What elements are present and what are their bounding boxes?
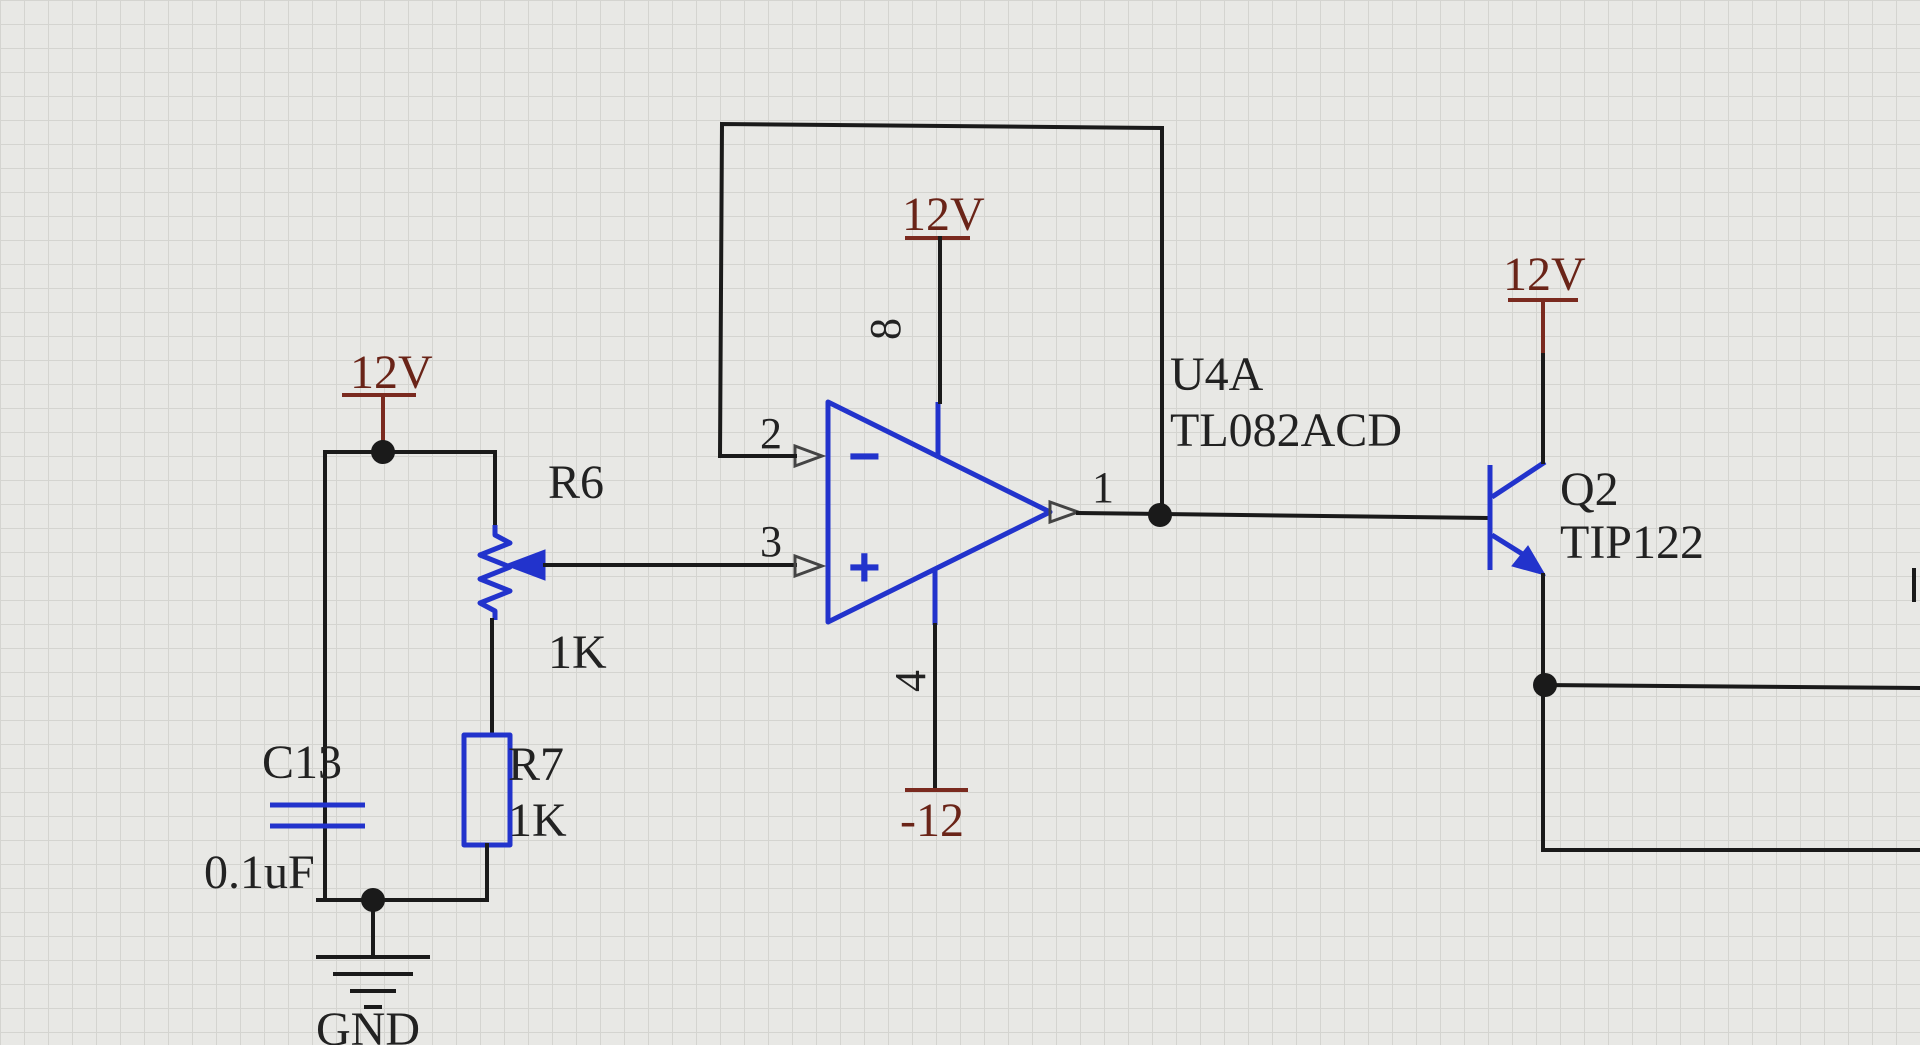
q2-emitter-arrow: [1511, 545, 1547, 576]
pot-wiper-arrow: [503, 549, 546, 581]
power-port-opamp-vcc[interactable]: 12V: [902, 188, 985, 404]
pin-inv-arrow: [793, 443, 827, 469]
pin-vee-number: 4: [886, 670, 935, 692]
power-port-pot[interactable]: 12V: [342, 346, 433, 452]
junction-top-left: [371, 440, 395, 464]
q2-collector-leg: [1490, 459, 1547, 500]
opamp-triangle: [825, 399, 1053, 625]
r7-ref-label: R7: [508, 738, 564, 791]
cap-ref-label: C13: [262, 736, 342, 789]
r7-body: [461, 732, 513, 848]
pin-vcc-number: 8: [861, 318, 910, 340]
power-port-opamp-vee[interactable]: -12: [900, 623, 968, 847]
resistor-r7[interactable]: R7 1K: [461, 732, 567, 848]
pin-inv-number: 2: [760, 409, 782, 458]
power-port-q2-label: 12V: [1503, 248, 1586, 301]
ground-label: GND: [316, 1003, 420, 1045]
q2-ref-label: Q2: [1560, 463, 1619, 516]
pin-out-arrow: [1048, 499, 1083, 525]
junction-emitter: [1533, 673, 1557, 697]
opamp-part-label: TL082ACD: [1170, 404, 1402, 457]
wire-emitter-right: [1540, 682, 1920, 691]
opamp-minus-symbol: −: [848, 424, 881, 487]
cap-value-label: 0.1uF: [204, 846, 315, 899]
wire-feedback: [717, 121, 1164, 517]
opamp-plus-symbol: +: [848, 535, 881, 598]
r7-value-label: 1K: [508, 794, 567, 847]
opamp-ref-label: U4A: [1170, 348, 1264, 401]
capacitor-c13[interactable]: C13 0.1uF: [204, 736, 365, 899]
pot-zigzag: [477, 525, 513, 620]
q2-part-label: TIP122: [1560, 516, 1704, 569]
pin-noninv-arrow: [793, 553, 827, 579]
junction-output: [1148, 503, 1172, 527]
potentiometer-r6[interactable]: R6 1K: [477, 456, 607, 679]
power-port-q2[interactable]: 12V: [1503, 248, 1586, 464]
ground-symbol[interactable]: GND: [316, 898, 430, 1045]
pin-noninv-number: 3: [760, 517, 782, 566]
pot-value-label: 1K: [548, 626, 607, 679]
pot-ref-label: R6: [548, 456, 604, 509]
wire-output: [1075, 510, 1489, 521]
power-port-pot-label: 12V: [350, 346, 433, 399]
power-port-opamp-vee-label: -12: [900, 794, 964, 847]
pin-out-number: 1: [1092, 463, 1114, 512]
power-port-opamp-vcc-label: 12V: [902, 188, 985, 241]
opamp-u4a[interactable]: − + 2 3 1 8 4 U4A TL082ACD: [760, 318, 1402, 692]
transistor-q2[interactable]: Q2 TIP122: [1487, 459, 1704, 576]
